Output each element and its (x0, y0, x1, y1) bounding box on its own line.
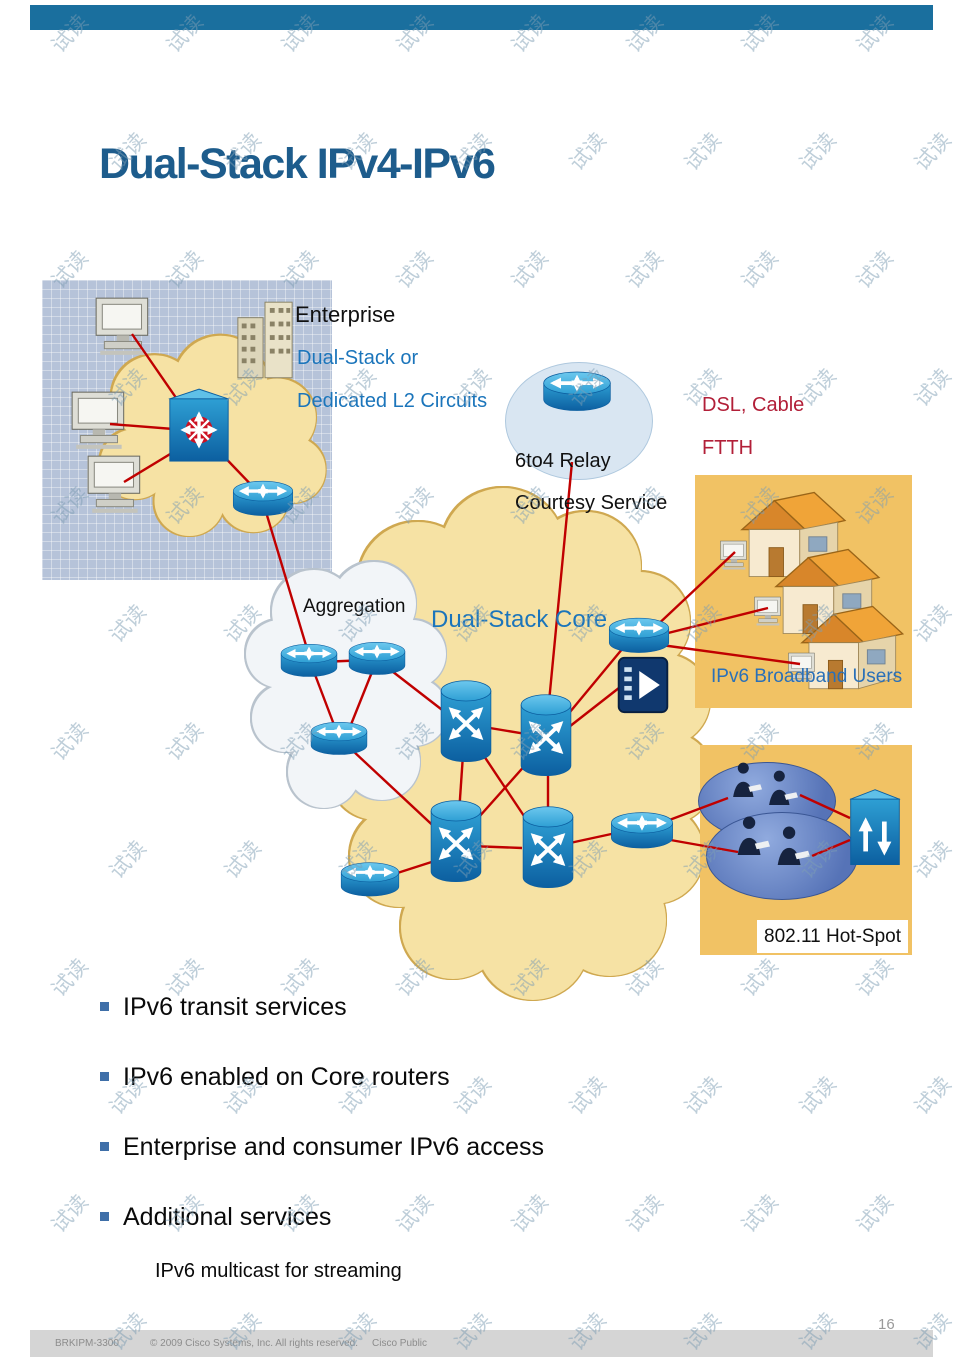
footer-copyright: © 2009 Cisco Systems, Inc. All rights re… (150, 1338, 359, 1349)
bullet-item: Enterprise and consumer IPv6 access (100, 1133, 544, 1162)
bullet-text: IPv6 enabled on Core routers (123, 1063, 450, 1091)
bullet-text: IPv6 transit services (123, 993, 347, 1021)
page-title: Dual-Stack IPv4-IPv6 (99, 140, 496, 188)
core-switch-icon (438, 670, 494, 774)
core-switch-icon (518, 684, 574, 788)
relay-label-2: Courtesy Service (515, 492, 668, 514)
bullet-marker (100, 1072, 109, 1081)
bullet-marker (100, 1212, 109, 1221)
access-tech-label-1: DSL, Cable (702, 394, 805, 416)
aggregation-router-icon (278, 638, 340, 684)
access-tech-label-2: FTTH (702, 437, 754, 459)
enterprise-sub-label-2: Dedicated L2 Circuits (297, 390, 488, 412)
bullet-text: Enterprise and consumer IPv6 access (123, 1133, 545, 1161)
enterprise-router-icon (230, 474, 296, 524)
hotspot-label-strip: 802.11 Hot-Spot (757, 920, 908, 953)
bullet-item: IPv6 enabled on Core routers (100, 1063, 450, 1092)
enterprise-switch-icon (164, 384, 234, 472)
broadband-users-label: IPv6 Broadband Users (711, 666, 903, 687)
footer-classification: Cisco Public (372, 1338, 428, 1349)
page-number: 16 (878, 1316, 895, 1333)
aggregation-router-icon (308, 716, 370, 762)
edge-router-icon (338, 856, 402, 904)
sub-bullet-text: IPv6 multicast for streaming (155, 1260, 402, 1282)
enterprise-sub-label-1: Dual-Stack or (297, 347, 419, 369)
relay-label-1: 6to4 Relay (515, 450, 611, 472)
enterprise-label: Enterprise (295, 302, 396, 327)
header-bar (30, 5, 933, 30)
core-switch-icon (520, 796, 576, 900)
hotspot-label: 802.11 Hot-Spot (764, 925, 901, 947)
aggregation-label: Aggregation (303, 596, 406, 617)
bullet-marker (100, 1002, 109, 1011)
footer-bar (30, 1330, 933, 1357)
bullet-text: Additional services (123, 1203, 332, 1231)
core-label: Dual-Stack Core (431, 606, 608, 633)
edge-router-icon (606, 612, 672, 660)
relay-router-icon (540, 364, 614, 420)
aggregation-router-icon (346, 636, 408, 682)
bullet-item: Additional services (100, 1203, 331, 1232)
access-point-icon (846, 786, 904, 872)
edge-router-icon (608, 806, 676, 856)
footer-session-id: BRKIPM-3300 (55, 1338, 119, 1349)
media-gateway-icon (616, 656, 670, 714)
bullet-item: IPv6 transit services (100, 993, 347, 1022)
core-switch-icon (428, 790, 484, 894)
bullet-marker (100, 1142, 109, 1151)
